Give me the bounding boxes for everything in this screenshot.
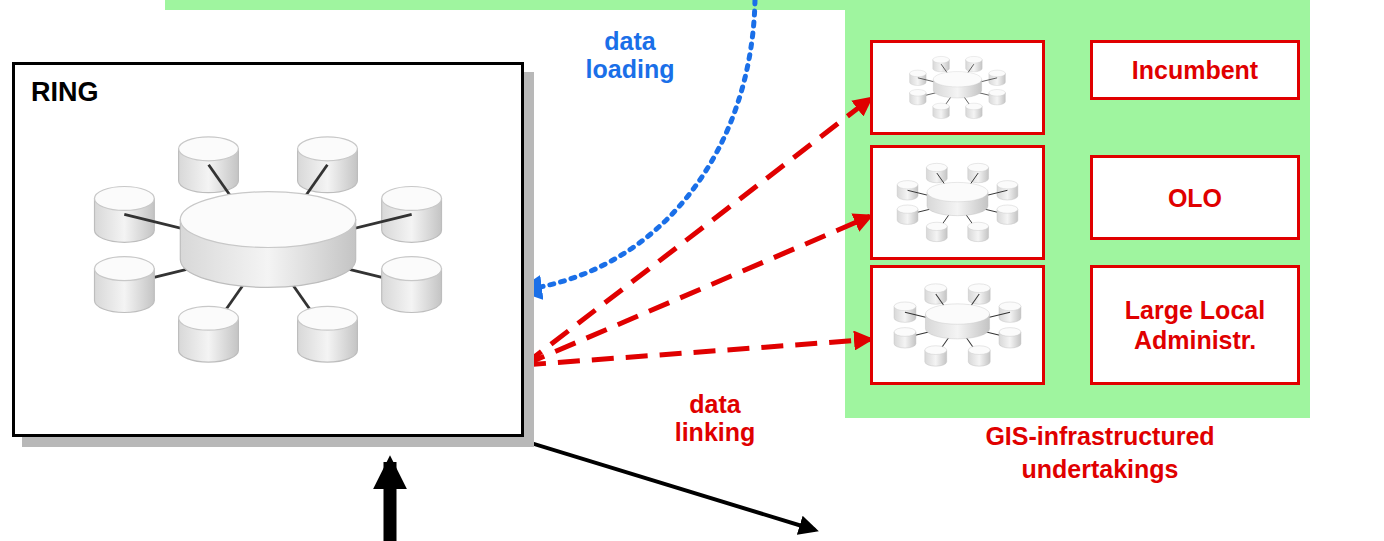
database-icon [879,274,1036,376]
linking-arrow [524,216,870,365]
green-panel [845,0,1310,418]
label-box: OLO [1090,155,1300,240]
linking-arrow [524,99,870,365]
linking-arrow [524,339,870,365]
database-icon [60,110,476,389]
label-box: Incumbent [1090,40,1300,100]
database-icon [879,49,1036,126]
box-title: RING [31,77,99,108]
flow-label: data loading [572,28,688,83]
group-panel: GIS-infrastructured undertakingsIncumben… [845,0,1310,418]
loading-arrow [522,0,755,290]
edge-label: data linking [657,391,773,446]
box-label: Large Local Administr. [1101,295,1289,355]
box-label: Incumbent [1132,55,1258,85]
undertaking-row: Large Local Administr. [870,265,1300,385]
undertaking-row: OLO [870,145,1300,260]
up-arrow [384,462,397,541]
icon-box [870,145,1045,260]
icon-box [870,40,1045,135]
icon-box [870,265,1045,385]
database-icon [879,154,1036,251]
undertaking-row: Incumbent [870,40,1300,135]
group-heading: GIS-infrastructured undertakings [905,420,1295,485]
label-box: Large Local Administr. [1090,265,1300,385]
double-arrow [495,432,815,530]
ring-box: RING [12,62,524,437]
box-label: OLO [1168,183,1222,213]
